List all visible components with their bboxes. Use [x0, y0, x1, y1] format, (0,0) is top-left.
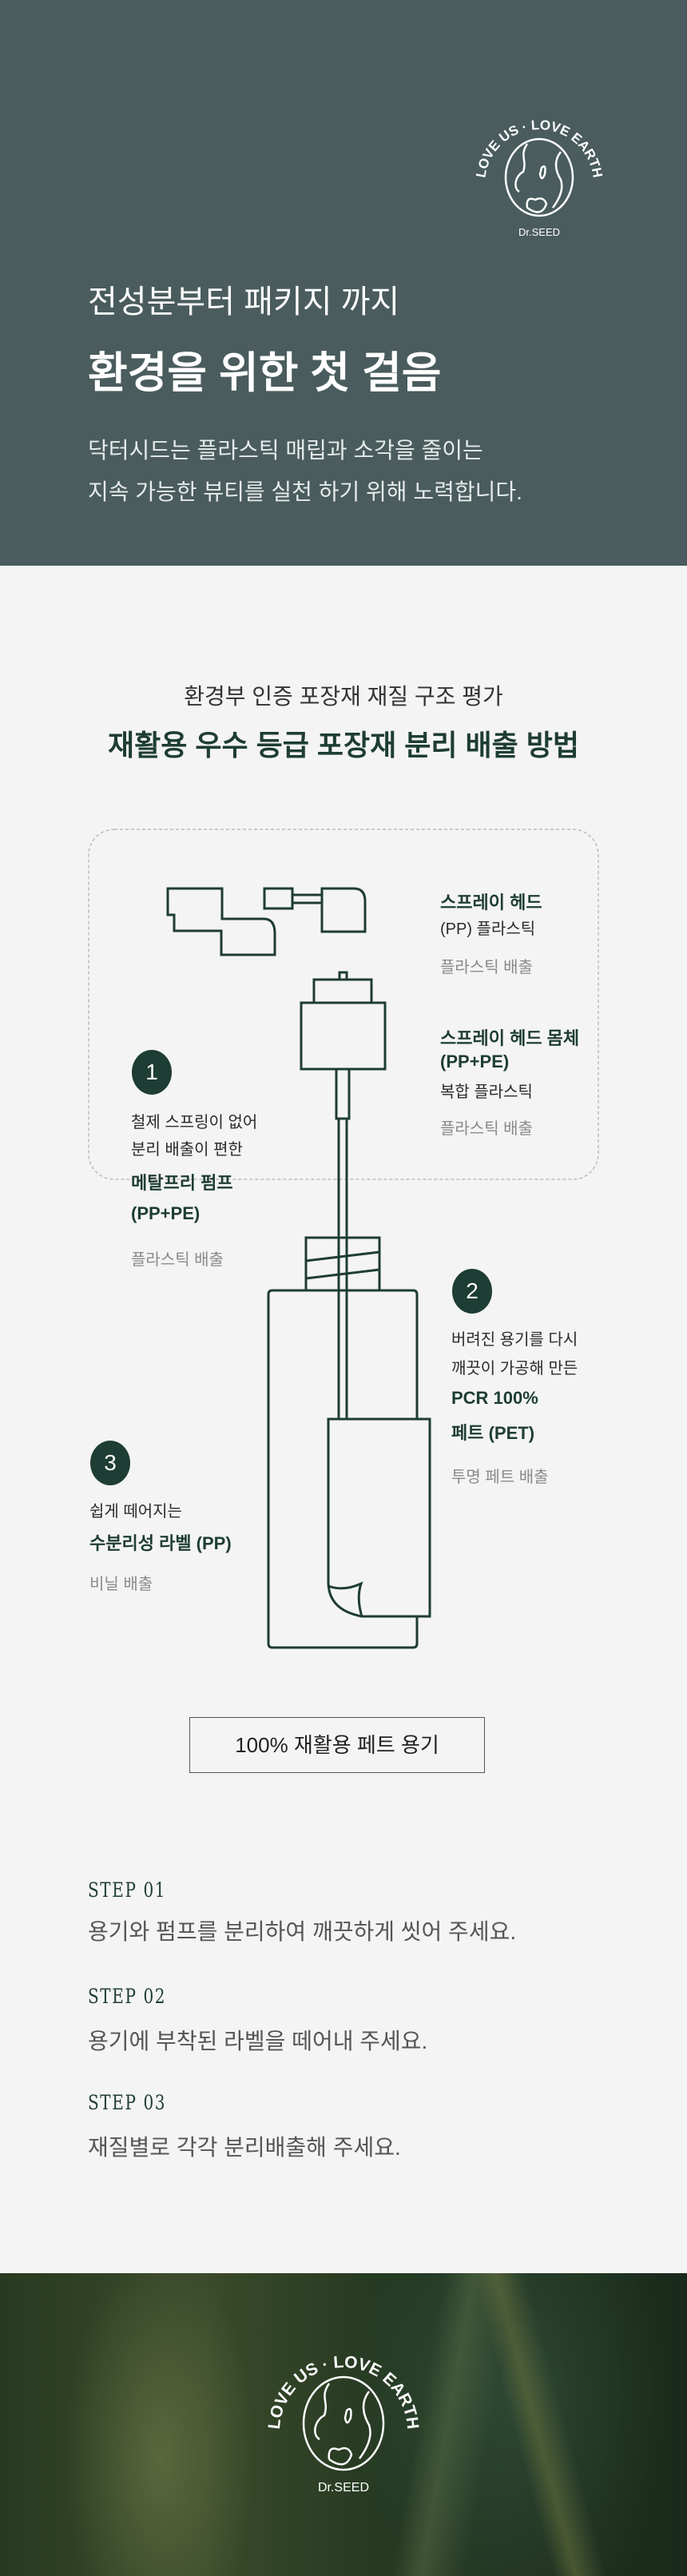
- step-label-2: STEP 02: [88, 1985, 167, 2008]
- pump-name: 메탈프리 펌프: [131, 1173, 233, 1193]
- step-text-3: 재질별로 각각 분리배출해 주세요.: [88, 2135, 401, 2160]
- bottle-name1: PCR 100%: [451, 1388, 538, 1408]
- label-name: 수분리성 라벨 (PP): [89, 1533, 232, 1553]
- spray-body-name: 스프레이 헤드 몸체: [440, 1028, 580, 1048]
- step-number-2: 2: [452, 1269, 492, 1314]
- section-subtitle: 환경부 인증 포장재 재질 구조 평가: [184, 684, 503, 709]
- pump-desc2: 분리 배출이 편한: [131, 1141, 243, 1159]
- bottle-label: [327, 1417, 431, 1618]
- section-title: 재활용 우수 등급 포장재 분리 배출 방법: [108, 729, 579, 761]
- love-earth-logo-bottom: LOVE US · LOVE EARTH Dr.SEED: [265, 2353, 422, 2495]
- hero-heading: 환경을 위한 첫 걸음: [88, 349, 442, 397]
- spray-head-name: 스프레이 헤드: [440, 892, 542, 912]
- step-text-1: 용기와 펌프를 분리하여 깨끗하게 씻어 주세요.: [88, 1919, 517, 1944]
- love-earth-logo: LOVE US · LOVE EARTH Dr.SEED: [473, 117, 605, 238]
- hero-body-line2: 지속 가능한 뷰티를 실천 하기 위해 노력합니다.: [88, 479, 522, 504]
- hero-body-line1: 닥터시드는 플라스틱 매립과 소각을 줄이는: [88, 438, 483, 463]
- step-label-3: STEP 03: [88, 2091, 167, 2114]
- step-number-3: 3: [90, 1441, 130, 1485]
- hero-section: LOVE US · LOVE EARTH Dr.SEED 전성분부터 패키지 까…: [0, 0, 687, 566]
- bottle-neck: [304, 1236, 381, 1292]
- package-diagram: [88, 829, 599, 1649]
- spray-head-part-1: [166, 887, 276, 956]
- spray-nozzle: [263, 887, 294, 910]
- spray-body-type: 복합 플라스틱: [440, 1083, 533, 1101]
- spray-head-material: (PP) 플라스틱: [440, 920, 536, 938]
- pump-disposal: 플라스틱 배출: [131, 1251, 224, 1269]
- hero-subheading: 전성분부터 패키지 까지: [88, 284, 400, 320]
- svg-text:Dr.SEED: Dr.SEED: [318, 2481, 369, 2495]
- dashed-group-box: [88, 829, 599, 1180]
- spray-head-part-2: [320, 887, 367, 933]
- bottle-disposal: 투명 페트 배출: [451, 1469, 549, 1486]
- label-desc1: 쉽게 떼어지는: [89, 1503, 182, 1521]
- label-disposal: 비닐 배출: [89, 1576, 153, 1593]
- step-number-1: 1: [132, 1050, 172, 1095]
- spray-body-material: (PP+PE): [440, 1051, 510, 1071]
- pump-desc1: 철제 스프링이 없어: [131, 1114, 258, 1131]
- pump-material: (PP+PE): [131, 1203, 201, 1223]
- step-text-2: 용기에 부착된 라벨을 떼어내 주세요.: [88, 2029, 428, 2053]
- step-label-1: STEP 01: [88, 1878, 167, 1902]
- pump-cap: [312, 978, 373, 1004]
- spray-body-disposal: 플라스틱 배출: [440, 1120, 533, 1138]
- pump-body: [300, 1001, 387, 1071]
- svg-text:LOVE US · LOVE EARTH: LOVE US · LOVE EARTH: [265, 2353, 422, 2431]
- bottle-desc1: 버려진 용기를 다시: [451, 1331, 578, 1349]
- svg-text:Dr.SEED: Dr.SEED: [518, 226, 560, 238]
- pump-stem: [335, 1067, 351, 1120]
- bottle-body: [267, 1289, 419, 1649]
- spray-head-disposal: 플라스틱 배출: [440, 959, 533, 976]
- svg-text:LOVE US · LOVE EARTH: LOVE US · LOVE EARTH: [473, 117, 605, 179]
- dip-tube: [337, 1119, 348, 1419]
- recycled-pet-badge: 100% 재활용 페트 용기: [189, 1717, 485, 1773]
- leaf-photo-banner: LOVE US · LOVE EARTH Dr.SEED: [0, 2273, 687, 2576]
- bottle-desc2: 깨끗이 가공해 만든: [451, 1360, 578, 1377]
- bottle-name2: 페트 (PET): [451, 1423, 535, 1443]
